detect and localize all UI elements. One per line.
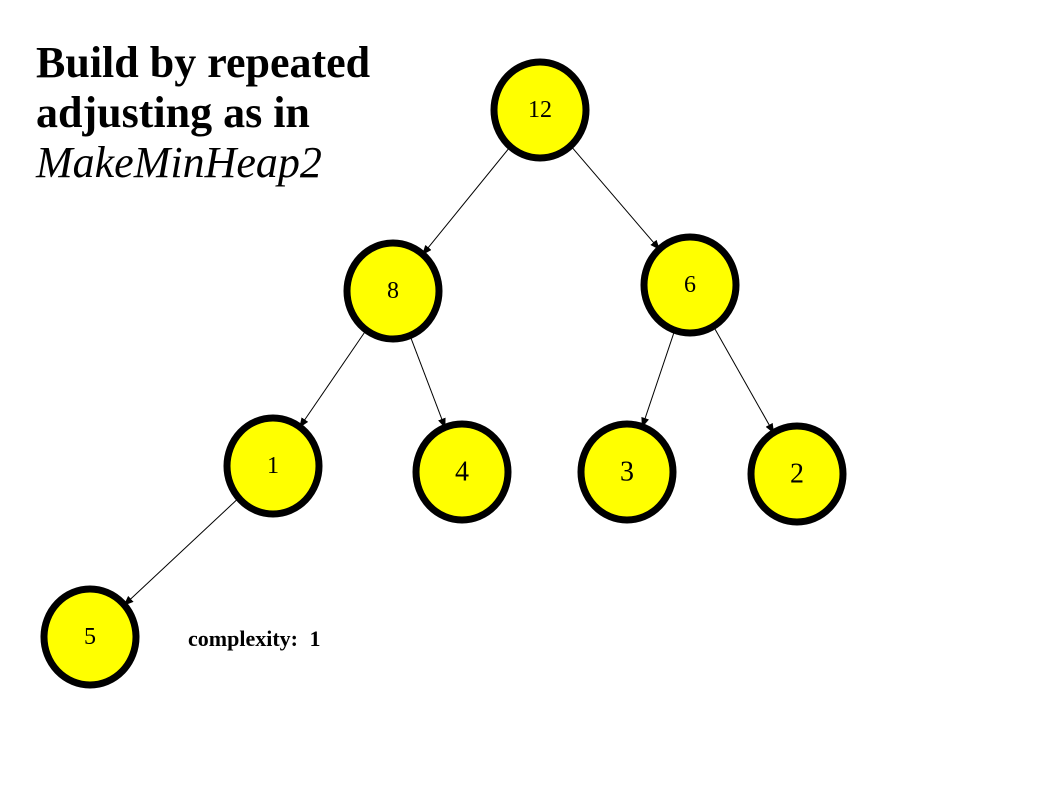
edge-n12-n8 (422, 146, 511, 256)
tree-node-5: 5 (40, 585, 140, 689)
node-label: 4 (455, 457, 469, 488)
complexity-value: 1 (309, 626, 321, 651)
tree-node-3: 3 (577, 420, 677, 524)
edge-n8-n1 (299, 329, 367, 428)
title-line-2: adjusting as in (36, 88, 310, 137)
tree-node-8: 8 (343, 239, 443, 343)
edge-n8-n4 (409, 335, 446, 429)
node-circle (343, 239, 443, 343)
node-label: 2 (790, 459, 804, 490)
edge-n12-n6 (570, 145, 660, 250)
node-circle (747, 422, 847, 526)
title-line-3: MakeMinHeap2 (36, 138, 322, 187)
node-circle (640, 233, 740, 337)
node-label: 5 (84, 624, 96, 650)
complexity-readout: complexity: 1 (188, 626, 320, 652)
edge-n6-n3 (641, 330, 676, 428)
edge-n6-n2 (712, 326, 775, 434)
complexity-label: complexity: (188, 626, 298, 651)
edge-n1-n5 (123, 497, 240, 606)
node-circle (577, 420, 677, 524)
tree-node-6: 6 (640, 233, 740, 337)
node-label: 1 (267, 453, 279, 479)
node-circle (490, 58, 590, 162)
tree-node-1: 1 (223, 414, 323, 518)
node-label: 12 (528, 97, 552, 123)
tree-node-2: 2 (747, 422, 847, 526)
node-label: 6 (684, 272, 696, 298)
node-circle (412, 420, 512, 524)
tree-nodes: 12 8 6 1 4 3 2 5 (40, 58, 847, 689)
title-line-1: Build by repeated (36, 38, 371, 87)
node-circle (223, 414, 323, 518)
slide-title: Build by repeated adjusting as in MakeMi… (36, 38, 370, 188)
node-label: 3 (620, 457, 634, 488)
node-circle (40, 585, 140, 689)
node-label: 8 (387, 278, 399, 304)
tree-node-12: 12 (490, 58, 590, 162)
tree-edges (123, 145, 775, 606)
tree-node-4: 4 (412, 420, 512, 524)
